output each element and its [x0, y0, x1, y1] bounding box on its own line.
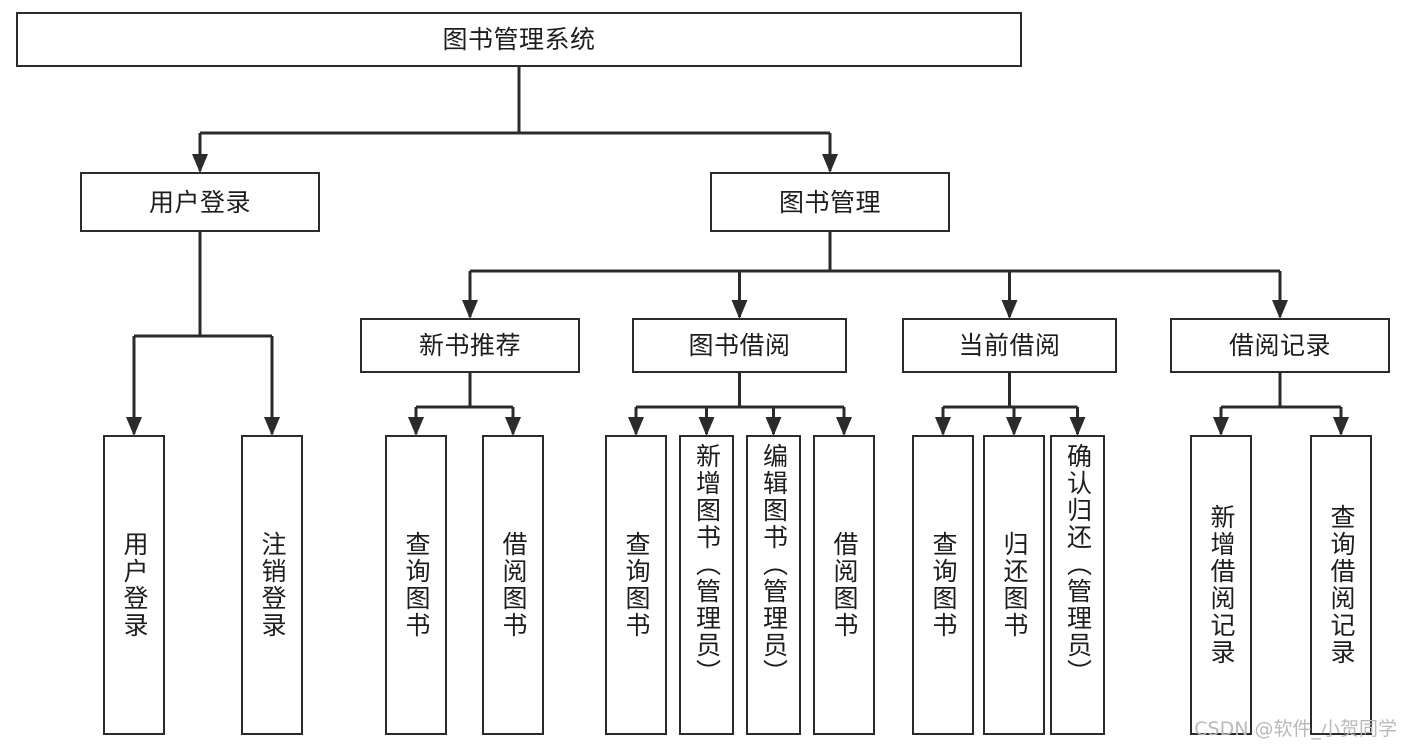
leaf-add-borrow-record[interactable]: 新增借阅记录: [1190, 435, 1252, 735]
leaf-user-login[interactable]: 用户登录: [103, 435, 165, 735]
node-user-login[interactable]: 用户登录: [80, 172, 320, 232]
node-book-borrow-label: 图书借阅: [688, 331, 791, 360]
node-new-book-recommend-label: 新书推荐: [418, 331, 521, 360]
leaf-confirm-return-label: 确认归还（管理员）: [1063, 443, 1093, 686]
leaf-borrow-book-2[interactable]: 借阅图书: [813, 435, 875, 735]
leaf-borrow-book-2-label: 借阅图书: [830, 531, 859, 639]
leaf-add-borrow-record-label: 新增借阅记录: [1207, 504, 1236, 666]
leaf-query-book-2-label: 查询图书: [622, 531, 651, 639]
node-root[interactable]: 图书管理系统: [16, 12, 1022, 67]
node-book-borrow[interactable]: 图书借阅: [632, 318, 847, 373]
node-borrow-record[interactable]: 借阅记录: [1170, 318, 1390, 373]
node-book-manage-label: 图书管理: [778, 187, 881, 217]
leaf-logout-label: 注销登录: [258, 531, 287, 639]
leaf-query-borrow-record-label: 查询借阅记录: [1327, 504, 1356, 666]
node-new-book-recommend[interactable]: 新书推荐: [360, 318, 580, 373]
leaf-add-book-label: 新增图书（管理员）: [692, 443, 722, 686]
node-user-login-label: 用户登录: [148, 187, 251, 217]
leaf-borrow-book-1[interactable]: 借阅图书: [482, 435, 544, 735]
node-book-manage[interactable]: 图书管理: [710, 172, 950, 232]
leaf-logout[interactable]: 注销登录: [241, 435, 303, 735]
leaf-edit-book-label: 编辑图书（管理员）: [759, 443, 789, 686]
leaf-return-book-label: 归还图书: [1000, 531, 1029, 639]
leaf-add-book[interactable]: 新增图书（管理员）: [679, 435, 734, 735]
leaf-edit-book[interactable]: 编辑图书（管理员）: [746, 435, 801, 735]
node-root-label: 图书管理系统: [442, 25, 596, 54]
node-current-borrow[interactable]: 当前借阅: [902, 318, 1117, 373]
leaf-query-book-1-label: 查询图书: [402, 531, 431, 639]
leaf-confirm-return[interactable]: 确认归还（管理员）: [1050, 435, 1105, 735]
node-current-borrow-label: 当前借阅: [958, 331, 1061, 360]
leaf-user-login-label: 用户登录: [120, 531, 149, 639]
node-borrow-record-label: 借阅记录: [1228, 331, 1331, 360]
leaf-query-book-3[interactable]: 查询图书: [912, 435, 974, 735]
leaf-query-book-3-label: 查询图书: [929, 531, 958, 639]
leaf-query-book-2[interactable]: 查询图书: [605, 435, 667, 735]
leaf-query-book-1[interactable]: 查询图书: [385, 435, 447, 735]
leaf-borrow-book-1-label: 借阅图书: [499, 531, 528, 639]
leaf-query-borrow-record[interactable]: 查询借阅记录: [1310, 435, 1372, 735]
leaf-return-book[interactable]: 归还图书: [983, 435, 1045, 735]
